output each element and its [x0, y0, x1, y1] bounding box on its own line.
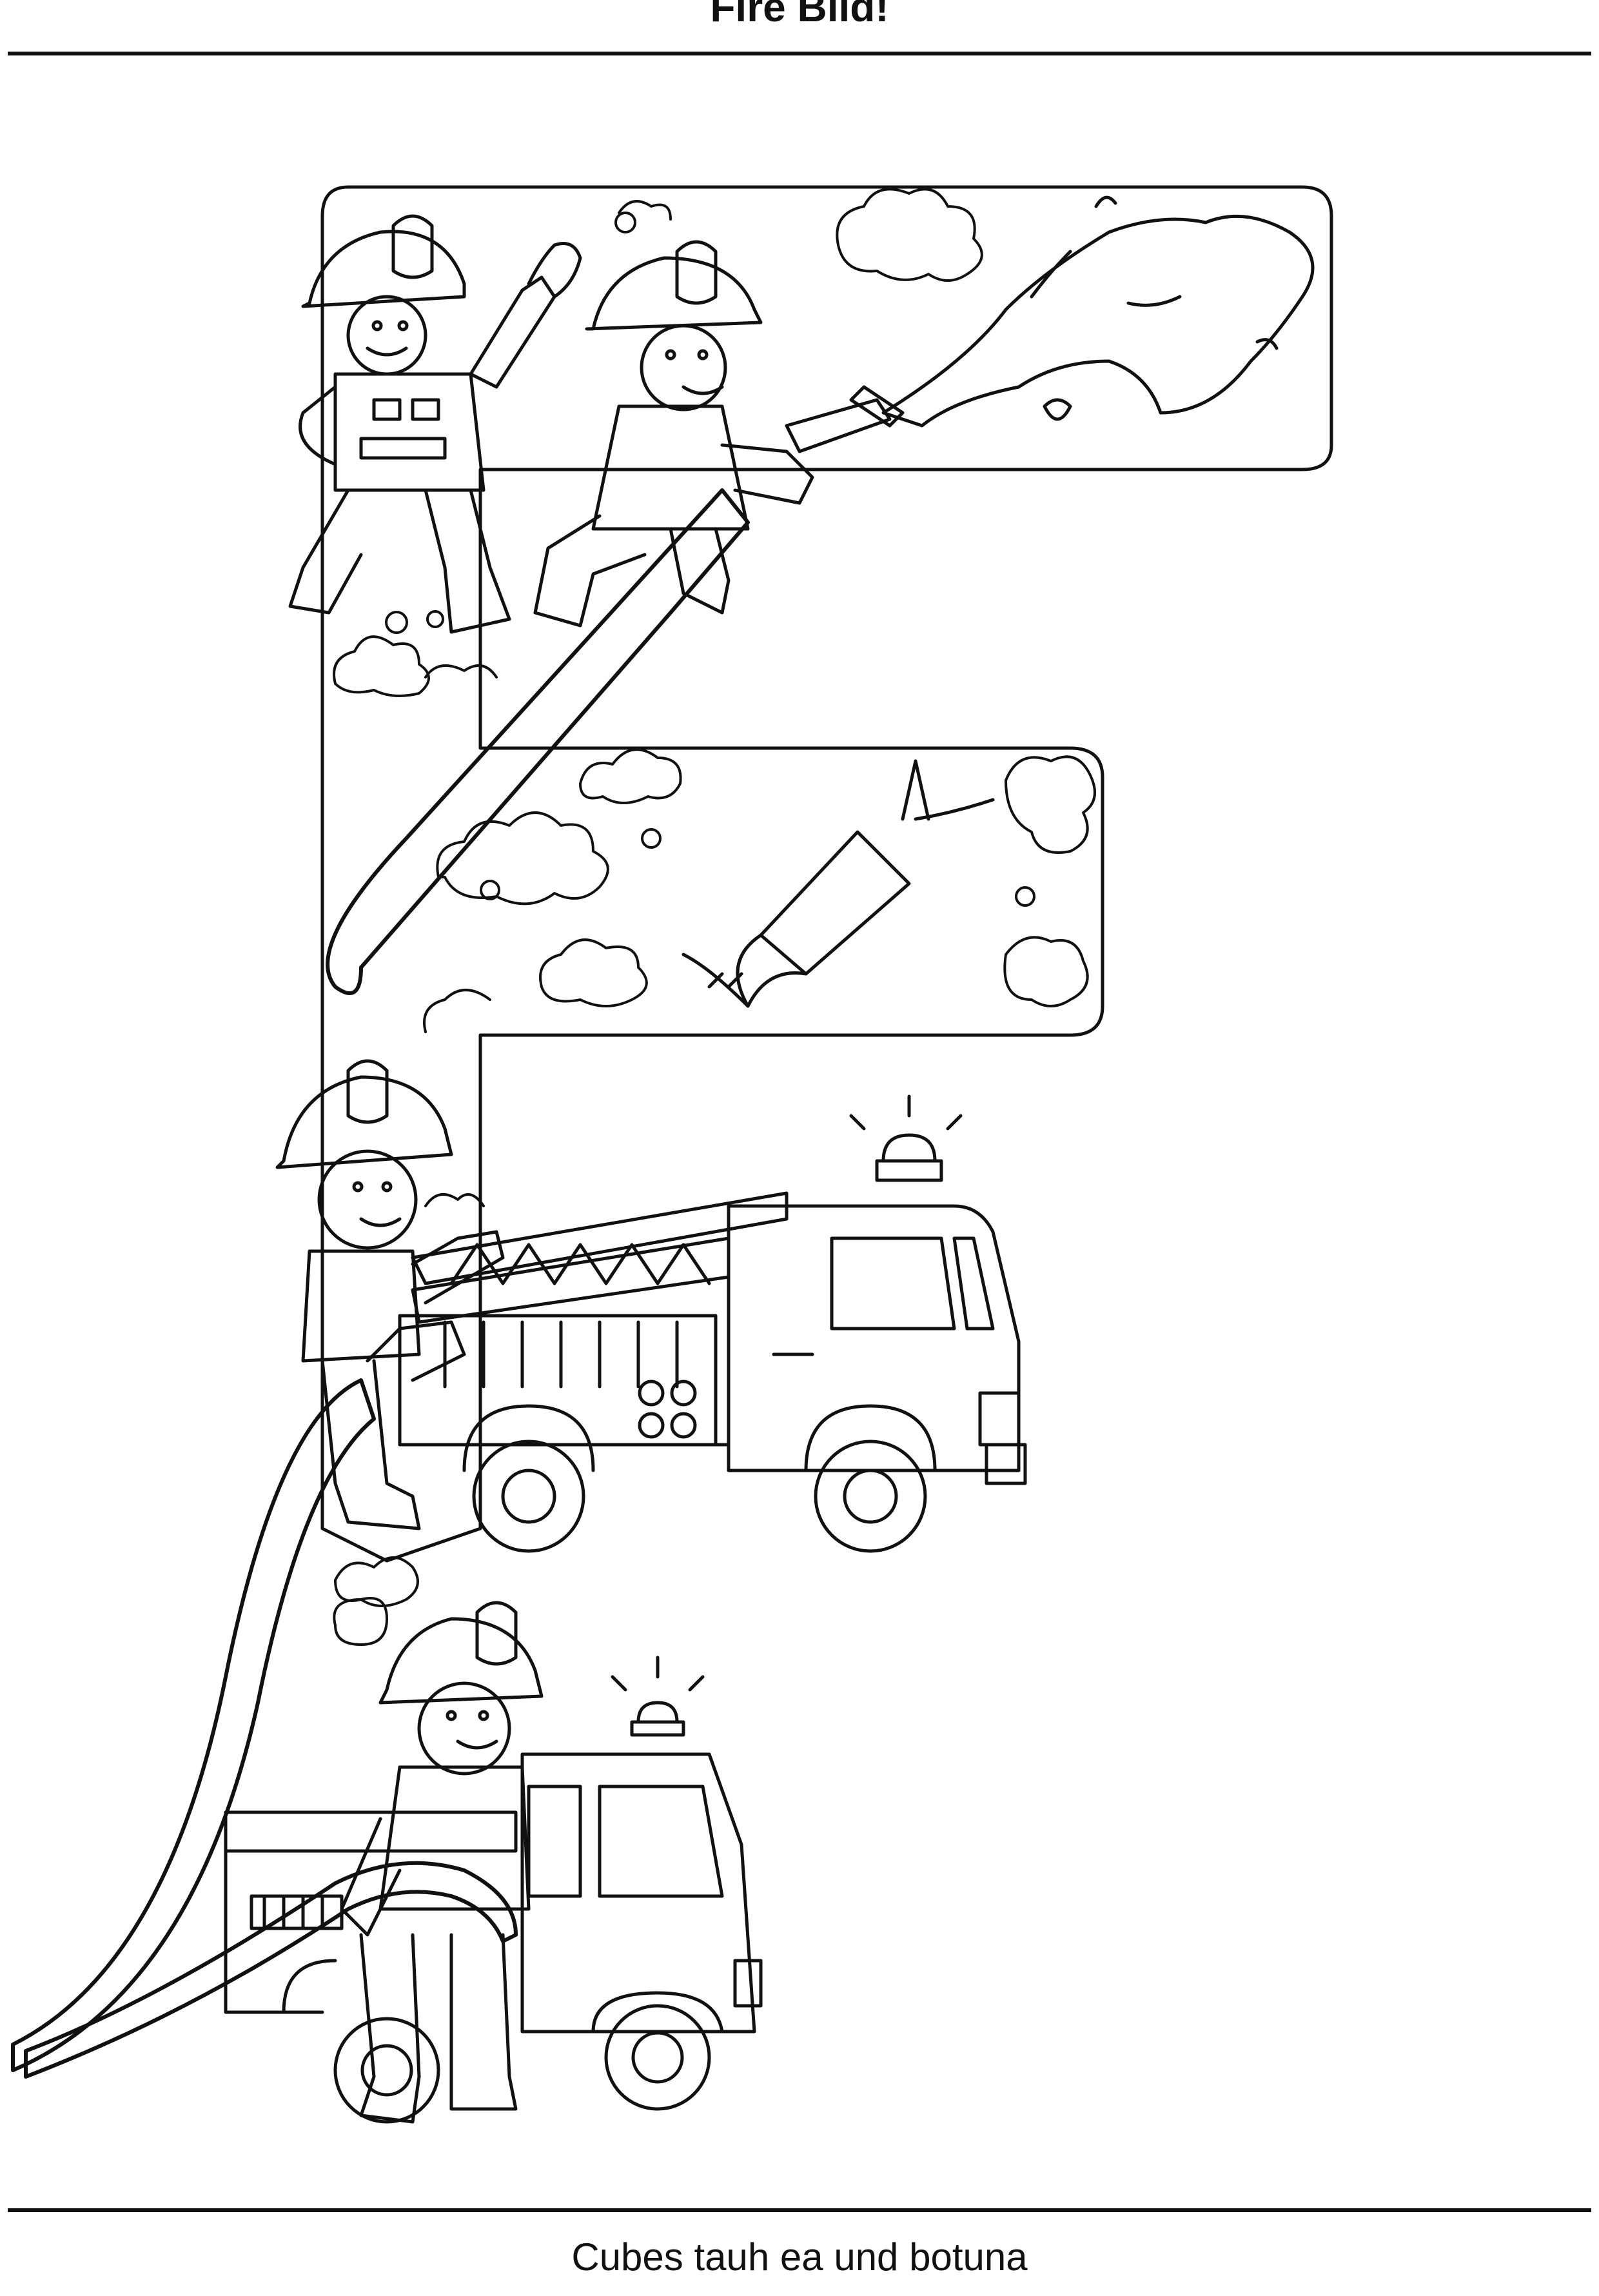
firefighter-with-hose — [535, 242, 903, 626]
bottom-hose — [26, 1863, 516, 2077]
top-divider — [8, 52, 1591, 55]
ground-hose — [13, 1380, 374, 2070]
firefighter-waving — [290, 216, 580, 632]
footer-caption: Cubes tauh ea und botuna — [571, 2235, 1028, 2279]
water-spray — [883, 197, 1313, 426]
firefighter-on-ladder — [277, 1061, 503, 1529]
letter-f-outline — [322, 187, 1331, 1561]
bottom-divider — [8, 2208, 1591, 2212]
smoke-clouds — [334, 189, 1095, 1645]
main-hose — [328, 490, 748, 993]
ladder-fire-truck — [400, 1096, 1025, 1551]
page-title: Fire Bild! — [710, 0, 889, 30]
hose-nozzle — [683, 761, 993, 1006]
small-fire-truck — [226, 1658, 761, 2122]
firefighter-holding-hose — [342, 1603, 542, 2122]
